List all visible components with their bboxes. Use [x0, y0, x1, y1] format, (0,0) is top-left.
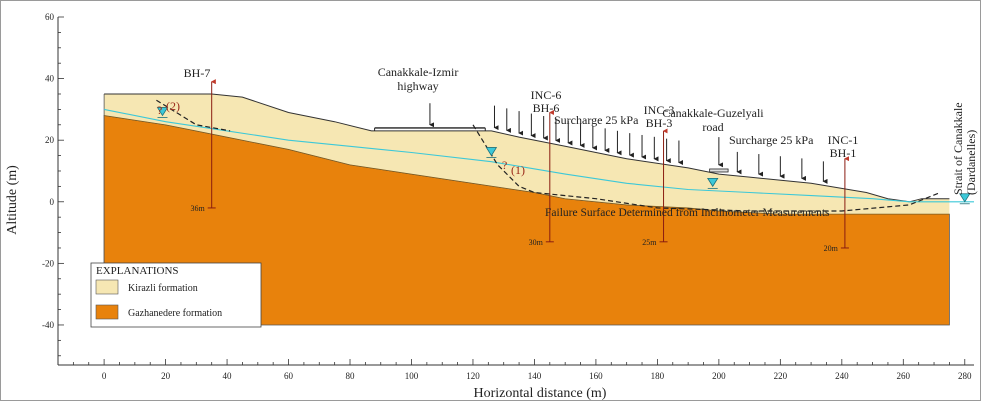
x-tick-label: 0: [102, 371, 107, 381]
kirazli-layer: [104, 94, 950, 215]
inc6-label: INC-6: [531, 88, 562, 102]
y-tick-label: -20: [42, 258, 54, 268]
x-tick-label: 100: [405, 371, 419, 381]
axes: -40 -20 0 20 40 60 0 20 40 60 80 100 120 140 160 180 200…: [42, 12, 974, 381]
annotations: 36m 30m 25m 20m: [156, 79, 971, 253]
legend-swatch-gazhanedere: [95, 304, 119, 320]
profile-lines: [103, 93, 974, 325]
legend-label-kirazli: Kirazli formation: [128, 283, 198, 294]
failure-surface-label: Failure Surface Determined from Inclinom…: [545, 207, 830, 219]
x-tick-label: 240: [835, 371, 849, 381]
bh3-label: BH-3: [646, 116, 673, 130]
water-table-marker: [959, 193, 971, 203]
x-tick-label: 140: [528, 371, 542, 381]
road-label-line1: Canakkale-Guzelyali: [662, 106, 764, 120]
legend-label-gazhanedere: Gazhanedere formation: [128, 308, 222, 319]
y-tick-label: 0: [50, 197, 55, 207]
x-tick-label: 180: [651, 371, 665, 381]
inc1-label: INC-1: [828, 133, 859, 147]
bh1-label: BH-1: [830, 146, 857, 160]
legend-swatch-kirazli: [95, 279, 119, 295]
ground-surface-line: [104, 93, 950, 203]
borehole-depth-label: 20m: [824, 244, 839, 253]
groundwater-table-line: [103, 108, 974, 203]
water-table-marker: [485, 147, 498, 157]
surcharge-label-1: Surcharge 25 kPa: [554, 113, 639, 127]
borehole-depth-label: 30m: [529, 238, 544, 247]
failure-surface-1-id: (1): [511, 163, 525, 177]
failure-surface-2-qmark: ?: [157, 103, 162, 117]
legend-title: EXPLANATIONS: [96, 265, 179, 277]
bh6-label: BH-6: [533, 101, 560, 115]
y-tick-label: 20: [45, 135, 55, 145]
x-tick-label: 60: [284, 371, 294, 381]
bh7-label: BH-7: [184, 66, 211, 80]
inc3-label: INC-3: [644, 103, 675, 117]
strait-label-line2: (Dardanelles): [964, 130, 978, 195]
x-tick-label: 260: [897, 371, 911, 381]
x-tick-label: 40: [223, 371, 233, 381]
highway-label-line1: Canakkale-Izmir: [378, 65, 459, 79]
road-label-line2: road: [702, 120, 723, 134]
x-axis-label: Horizontal distance (m): [474, 386, 607, 401]
failure-surface-1-qmark: ?: [502, 158, 507, 172]
water-table-marker: [707, 177, 719, 188]
x-tick-label: 160: [589, 371, 603, 381]
strait-label-line1: Strait of Canakkale: [951, 102, 965, 195]
y-tick-label: 40: [45, 74, 55, 84]
failure-surface-2-id: (2): [166, 99, 180, 113]
y-axis-label: Altitude (m): [5, 165, 20, 235]
x-tick-label: 20: [161, 371, 171, 381]
y-tick-label: 60: [45, 12, 55, 22]
legend: EXPLANATIONS Kirazli formation Gazhanede…: [90, 262, 262, 328]
y-tick-label: -40: [42, 320, 54, 330]
failure-surface-1: [472, 124, 941, 212]
highway-label-line2: highway: [397, 79, 438, 93]
water-table-marker: [156, 107, 169, 117]
x-tick-label: 280: [958, 371, 972, 381]
road-deck: [709, 168, 729, 173]
x-tick-label: 120: [466, 371, 480, 381]
x-tick-label: 220: [774, 371, 788, 381]
x-tick-label: 200: [712, 371, 726, 381]
legend-box: [90, 262, 262, 328]
surcharge-label-2: Surcharge 25 kPa: [729, 133, 814, 147]
borehole-depth-label: 36m: [190, 204, 205, 213]
x-tick-label: 80: [346, 371, 356, 381]
borehole-depth-label: 25m: [642, 238, 657, 247]
